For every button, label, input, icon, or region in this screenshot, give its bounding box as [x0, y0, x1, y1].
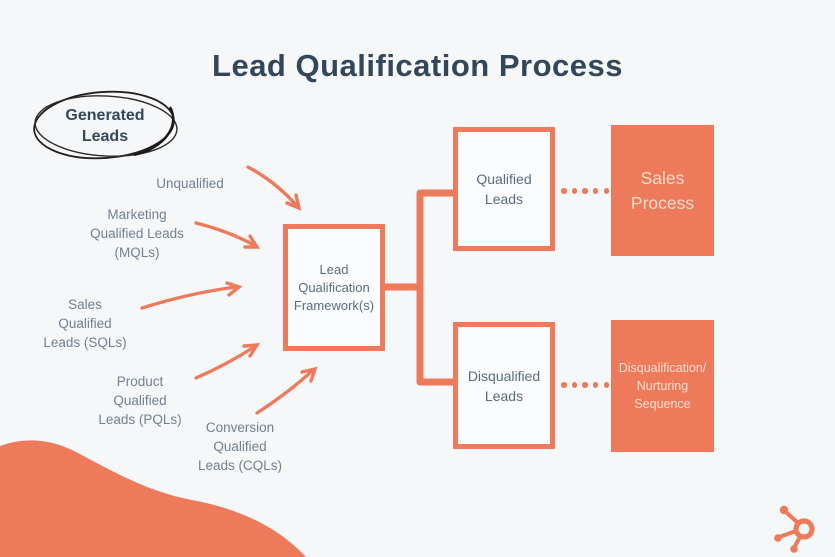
framework-box: Lead Qualification Framework(s): [283, 224, 385, 351]
arrow-unqualified: [246, 165, 302, 211]
lead-type-sqls: Sales Qualified Leads (SQLs): [43, 297, 127, 350]
generated-leads-label: Generated Leads: [65, 107, 145, 145]
disqualification-sequence-box: Disqualification/ Nurturing Sequence: [611, 320, 714, 452]
lead-type-pqls: Product Qualified Leads (PQLs): [98, 374, 182, 427]
lead-type-mqls: Marketing Qualified Leads (MQLs): [90, 207, 184, 260]
dotted-connector-disqualified: [561, 382, 609, 388]
hubspot-logo-icon: [774, 505, 815, 553]
sales-process-box: Sales Process: [611, 125, 714, 256]
page-title: Lead Qualification Process: [212, 48, 623, 83]
arrow-pqls: [194, 343, 261, 380]
branch-connector: [385, 189, 453, 386]
arrow-mqls: [194, 221, 261, 249]
qualified-leads-box: Qualified Leads: [453, 127, 555, 251]
hand-drawn-circle-icon: [33, 90, 178, 160]
decorative-blob: [0, 440, 306, 557]
arrow-sqls: [140, 281, 243, 310]
disqualified-leads-box: Disqualified Leads: [453, 322, 555, 449]
lead-type-cqls: Conversion Qualified Leads (CQLs): [197, 420, 283, 473]
generated-leads-node: Generated Leads: [30, 85, 180, 167]
lead-type-unqualified: Unqualified: [156, 176, 224, 191]
arrow-cqls: [255, 366, 318, 415]
dotted-connector-qualified: [561, 188, 609, 194]
